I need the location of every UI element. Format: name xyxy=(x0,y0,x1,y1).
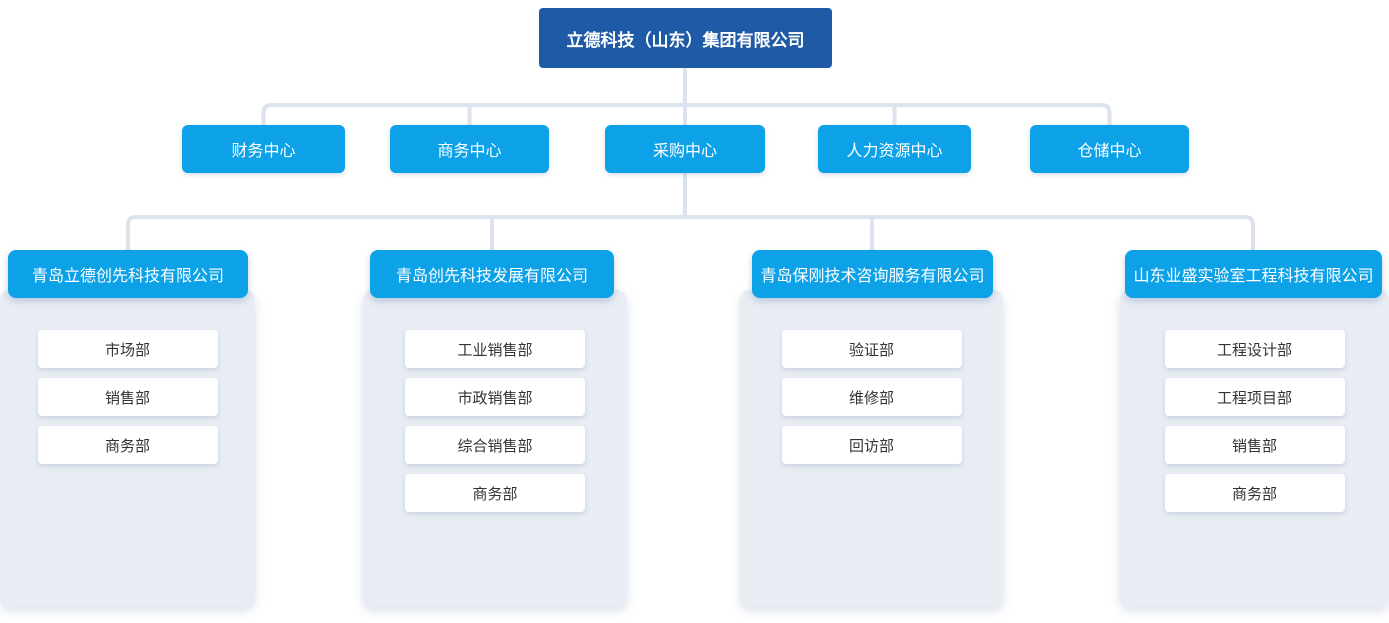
connector-subsidiaries-bracket xyxy=(126,215,1255,250)
department-item[interactable]: 商务部 xyxy=(37,426,218,464)
connector-centers-bracket xyxy=(261,103,1112,125)
center-node-warehouse[interactable]: 仓储中心 xyxy=(1030,125,1189,173)
subsidiary-panel: 验证部 维修部 回访部 xyxy=(740,290,1003,607)
department-item[interactable]: 市政销售部 xyxy=(405,378,585,416)
department-item[interactable]: 商务部 xyxy=(1164,474,1345,512)
center-node-hr[interactable]: 人力资源中心 xyxy=(818,125,971,173)
root-company-node[interactable]: 立德科技（山东）集团有限公司 xyxy=(539,8,832,68)
department-item[interactable]: 工程项目部 xyxy=(1164,378,1345,416)
department-item[interactable]: 验证部 xyxy=(781,330,962,368)
department-item[interactable]: 市场部 xyxy=(37,330,218,368)
department-item[interactable]: 销售部 xyxy=(1164,426,1345,464)
subsidiary-panel: 市场部 销售部 商务部 xyxy=(0,290,255,607)
subsidiary-node[interactable]: 青岛保刚技术咨询服务有限公司 xyxy=(752,250,993,298)
center-node-business[interactable]: 商务中心 xyxy=(390,125,549,173)
center-node-finance[interactable]: 财务中心 xyxy=(182,125,345,173)
department-item[interactable]: 综合销售部 xyxy=(405,426,585,464)
department-item[interactable]: 商务部 xyxy=(405,474,585,512)
department-item[interactable]: 回访部 xyxy=(781,426,962,464)
subsidiary-node[interactable]: 山东业盛实验室工程科技有限公司 xyxy=(1125,250,1382,298)
subsidiary-node[interactable]: 青岛立德创先科技有限公司 xyxy=(8,250,248,298)
department-item[interactable]: 销售部 xyxy=(37,378,218,416)
subsidiary-node[interactable]: 青岛创先科技发展有限公司 xyxy=(370,250,614,298)
department-item[interactable]: 维修部 xyxy=(781,378,962,416)
department-item[interactable]: 工程设计部 xyxy=(1164,330,1345,368)
department-item[interactable]: 工业销售部 xyxy=(405,330,585,368)
subsidiary-panel: 工业销售部 市政销售部 综合销售部 商务部 xyxy=(363,290,627,607)
center-node-procurement[interactable]: 采购中心 xyxy=(605,125,765,173)
subsidiary-panel: 工程设计部 工程项目部 销售部 商务部 xyxy=(1120,290,1389,607)
